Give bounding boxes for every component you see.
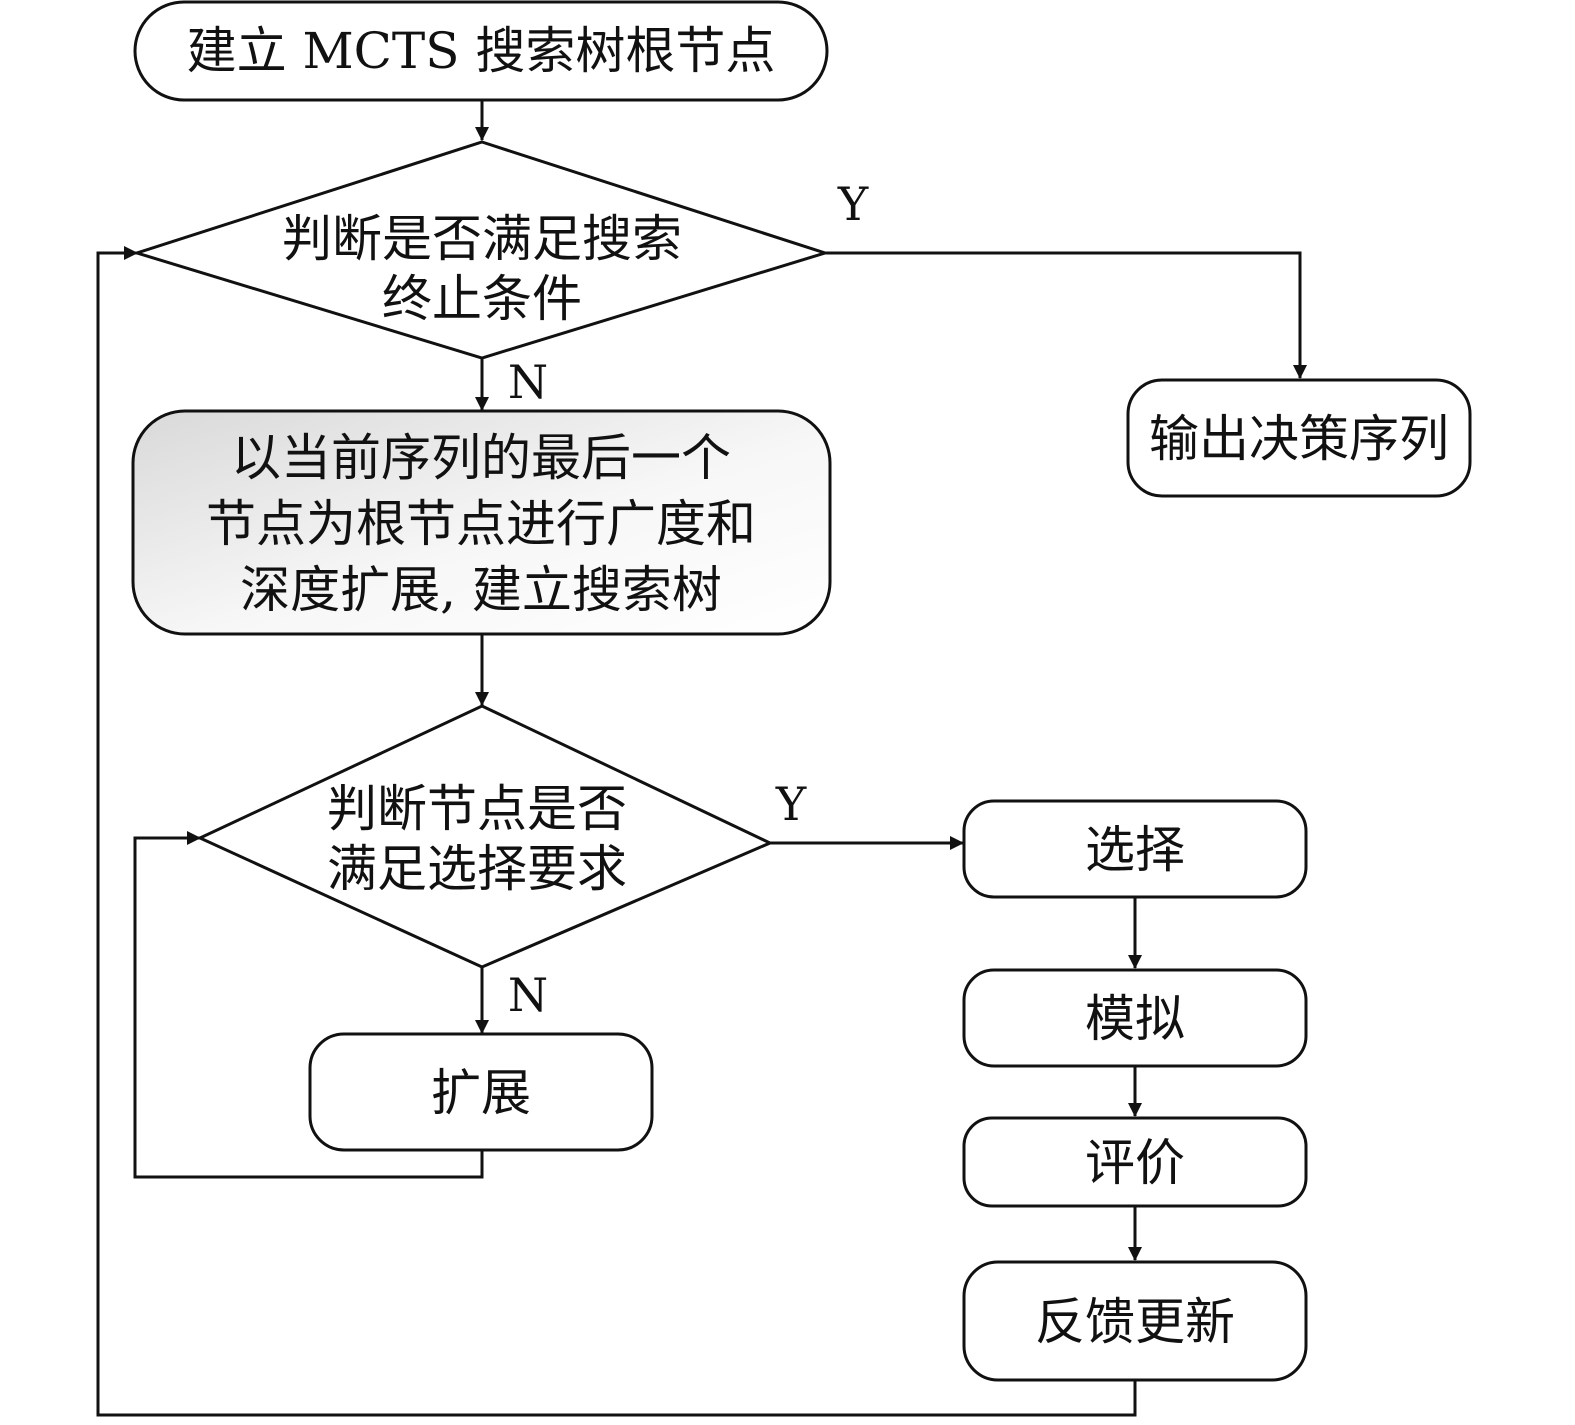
node-feedback: 反馈更新: [962, 1260, 1308, 1382]
node-build-tree: 以当前序列的最后一个 节点为根节点进行广度和 深度扩展, 建立搜索树: [131, 409, 832, 636]
node-evaluate: 评价: [962, 1116, 1308, 1208]
node-expand-line: 扩展: [431, 1064, 531, 1122]
node-output-line: 输出决策序列: [1149, 410, 1449, 468]
node-build-tree-line-1: 以当前序列的最后一个: [231, 429, 731, 487]
node-evaluate-line: 评价: [1085, 1134, 1185, 1192]
edge-labels: Y N Y N: [508, 177, 869, 1022]
node-check-select: 判断节点是否 满足选择要求: [196, 704, 774, 969]
node-check-select-line-1: 判断节点是否: [327, 780, 627, 838]
node-build-tree-line-2: 节点为根节点进行广度和: [206, 495, 756, 553]
node-check-terminate-line-2: 终止条件: [382, 270, 582, 328]
node-simulate: 模拟: [962, 968, 1308, 1068]
edge-terminate-yes-to-output: [825, 251, 1307, 379]
node-expand: 扩展: [308, 1032, 654, 1152]
edge-label-terminate-yes: Y: [837, 177, 869, 231]
edges: [96, 100, 1307, 1417]
node-check-terminate-line-1: 判断是否满足搜索: [282, 210, 682, 268]
node-build-tree-line-3: 深度扩展, 建立搜索树: [240, 561, 722, 619]
edge-label-select-yes: Y: [775, 777, 807, 831]
node-start: 建立 MCTS 搜索树根节点: [133, 0, 829, 102]
node-select-line: 选择: [1085, 821, 1185, 879]
edge-label-terminate-no: N: [508, 355, 548, 409]
edge-label-select-no: N: [508, 968, 548, 1022]
node-select: 选择: [962, 799, 1308, 899]
node-simulate-line: 模拟: [1085, 990, 1185, 1048]
node-check-terminate: 判断是否满足搜索 终止条件: [131, 140, 830, 360]
edge-feedback-loop-to-check-terminate: [96, 246, 1137, 1417]
node-feedback-line: 反馈更新: [1035, 1293, 1235, 1351]
node-check-select-line-2: 满足选择要求: [327, 840, 627, 898]
node-output: 输出决策序列: [1126, 378, 1472, 498]
edge-expand-loop-to-check-select: [133, 831, 484, 1179]
node-start-line: 建立 MCTS 搜索树根节点: [187, 22, 776, 80]
